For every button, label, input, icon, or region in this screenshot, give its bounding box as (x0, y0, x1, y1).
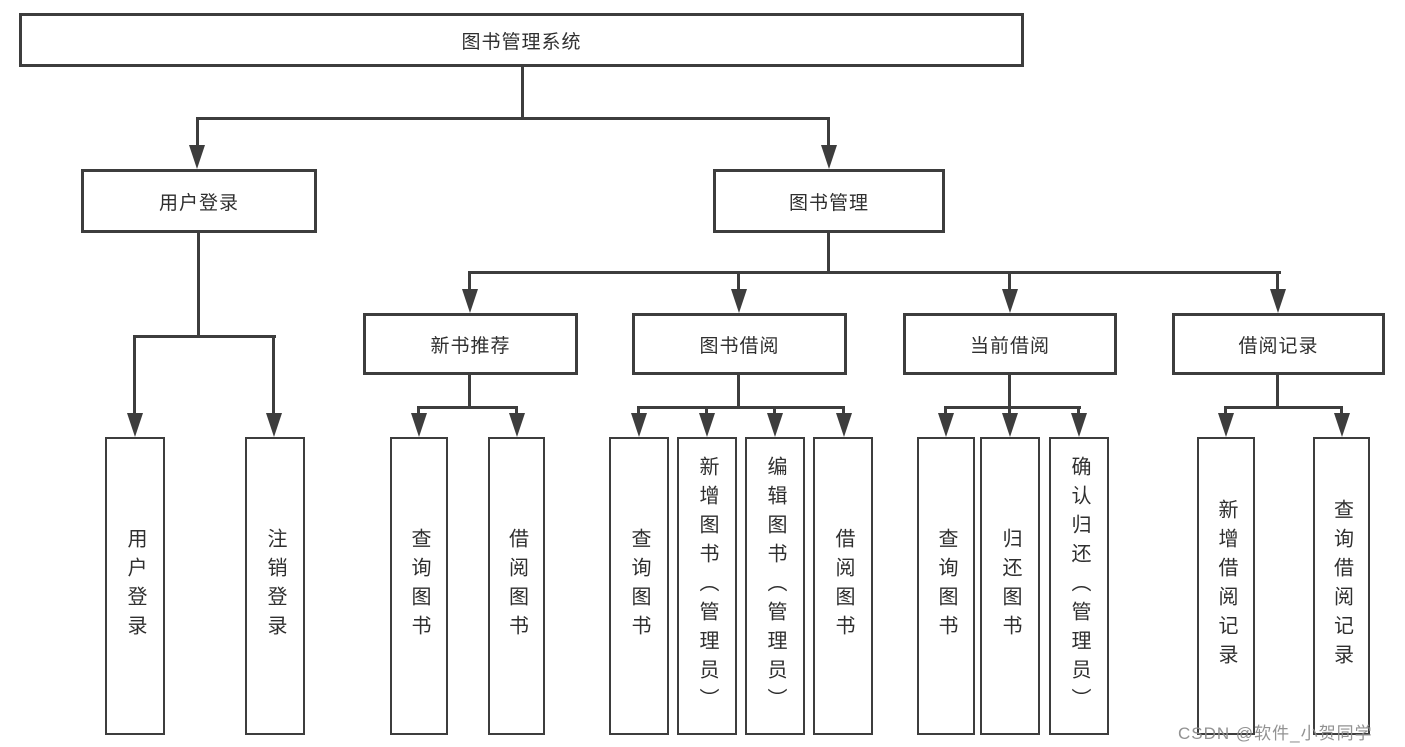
arrow-cb-return-icon (1002, 413, 1018, 437)
arrow-cb-icon (1002, 289, 1018, 313)
leaf-cb-query-book: 查询图书 (917, 437, 975, 735)
edge-ul-split (133, 335, 276, 338)
leaf-logout-label: 注销登录 (264, 528, 286, 644)
edge-bb-stem-top (737, 271, 740, 291)
edge-book-mgmt-stem (827, 117, 830, 147)
arrow-ul-login-icon (127, 413, 143, 437)
arrow-br-add-icon (1218, 413, 1234, 437)
node-book-mgmt-label: 图书管理 (788, 192, 869, 214)
edge-br-stem (1276, 375, 1279, 409)
edge-br-query-stem (1340, 406, 1343, 416)
leaf-bb-edit-book: 编辑图书（管理员） (745, 437, 805, 735)
edge-nbr-split (417, 406, 518, 409)
leaf-user-login: 用户登录 (105, 437, 165, 735)
leaf-br-query-record-label: 查询借阅记录 (1330, 499, 1353, 673)
arrow-bb-borrow-icon (836, 413, 852, 437)
edge-ul-login-stem (133, 335, 136, 415)
node-borrow-records: 借阅记录 (1172, 313, 1385, 375)
arrow-user-login-icon (189, 145, 205, 169)
leaf-cb-confirm-return-label: 确认归还（管理员） (1068, 455, 1090, 717)
leaf-nbr-borrow-book-label: 借阅图书 (505, 528, 528, 644)
edge-bb-query-stem (637, 406, 640, 416)
edge-root-split (196, 117, 830, 120)
node-current-borrow-label: 当前借阅 (969, 335, 1050, 357)
leaf-bb-query-book-label: 查询图书 (628, 528, 650, 644)
node-new-book-rec: 新书推荐 (363, 313, 578, 375)
leaf-bb-edit-book-label: 编辑图书（管理员） (764, 455, 786, 717)
leaf-bb-borrow-book-label: 借阅图书 (832, 528, 854, 644)
leaf-nbr-query-book-label: 查询图书 (408, 528, 430, 644)
leaf-bb-add-book-label: 新增图书（管理员） (696, 455, 718, 717)
edge-ul-logout-stem (272, 335, 275, 415)
edge-bb-split (637, 406, 845, 409)
node-root: 图书管理系统 (19, 13, 1024, 67)
leaf-user-login-label: 用户登录 (124, 528, 146, 644)
edge-bb-stem (737, 375, 740, 409)
node-book-mgmt: 图书管理 (713, 169, 945, 233)
arrow-nbr-borrow-icon (509, 413, 525, 437)
leaf-br-query-record: 查询借阅记录 (1313, 437, 1370, 735)
edge-bb-edit-stem (773, 406, 776, 416)
arrow-br-query-icon (1334, 413, 1350, 437)
edge-nbr-stem (468, 375, 471, 409)
edge-bb-borrow-stem (842, 406, 845, 416)
node-book-borrow: 图书借阅 (632, 313, 847, 375)
leaf-nbr-borrow-book: 借阅图书 (488, 437, 545, 735)
arrow-bb-edit-icon (767, 413, 783, 437)
leaf-nbr-query-book: 查询图书 (390, 437, 448, 735)
arrow-nbr-icon (462, 289, 478, 313)
leaf-cb-query-book-label: 查询图书 (935, 528, 957, 644)
leaf-br-add-record: 新增借阅记录 (1197, 437, 1255, 735)
leaf-bb-add-book: 新增图书（管理员） (677, 437, 737, 735)
leaf-br-add-record-label: 新增借阅记录 (1215, 499, 1237, 673)
edge-bb-add-stem (705, 406, 708, 416)
edge-cb-confirm-stem (1077, 406, 1080, 416)
arrow-bb-query-icon (631, 413, 647, 437)
edge-bm-split (468, 271, 1281, 274)
edge-nbr-stem-top (468, 271, 471, 291)
edge-cb-query-stem (944, 406, 947, 416)
csdn-watermark: CSDN @软件_小贺同学 (1178, 724, 1373, 743)
edge-user-login-stem (196, 117, 199, 147)
node-book-borrow-label: 图书借阅 (699, 335, 780, 357)
edge-br-split (1224, 406, 1343, 409)
edge-cb-return-stem (1008, 406, 1011, 416)
leaf-cb-confirm-return: 确认归还（管理员） (1049, 437, 1109, 735)
edge-br-stem-top (1276, 271, 1279, 291)
arrow-bb-icon (731, 289, 747, 313)
leaf-cb-return-book-label: 归还图书 (999, 528, 1021, 644)
leaf-bb-query-book: 查询图书 (609, 437, 669, 735)
node-borrow-records-label: 借阅记录 (1238, 335, 1319, 357)
node-root-label: 图书管理系统 (461, 31, 582, 53)
edge-nbr-borrow-stem (515, 406, 518, 416)
arrow-cb-confirm-icon (1071, 413, 1087, 437)
arrow-bb-add-icon (699, 413, 715, 437)
node-new-book-rec-label: 新书推荐 (430, 335, 511, 357)
arrow-br-icon (1270, 289, 1286, 313)
edge-ul-stem (197, 233, 200, 338)
edge-cb-split (944, 406, 1081, 409)
edge-bm-stem (827, 233, 830, 274)
edge-br-add-stem (1224, 406, 1227, 416)
leaf-cb-return-book: 归还图书 (980, 437, 1040, 735)
node-current-borrow: 当前借阅 (903, 313, 1117, 375)
arrow-book-mgmt-icon (821, 145, 837, 169)
arrow-nbr-query-icon (411, 413, 427, 437)
leaf-logout: 注销登录 (245, 437, 305, 735)
edge-cb-stem (1008, 375, 1011, 409)
edge-nbr-query-stem (417, 406, 420, 416)
node-user-login: 用户登录 (81, 169, 317, 233)
arrow-cb-query-icon (938, 413, 954, 437)
edge-cb-stem-top (1008, 271, 1011, 291)
arrow-ul-logout-icon (266, 413, 282, 437)
node-user-login-label: 用户登录 (158, 192, 239, 214)
edge-root-stem (521, 67, 524, 119)
leaf-bb-borrow-book: 借阅图书 (813, 437, 873, 735)
